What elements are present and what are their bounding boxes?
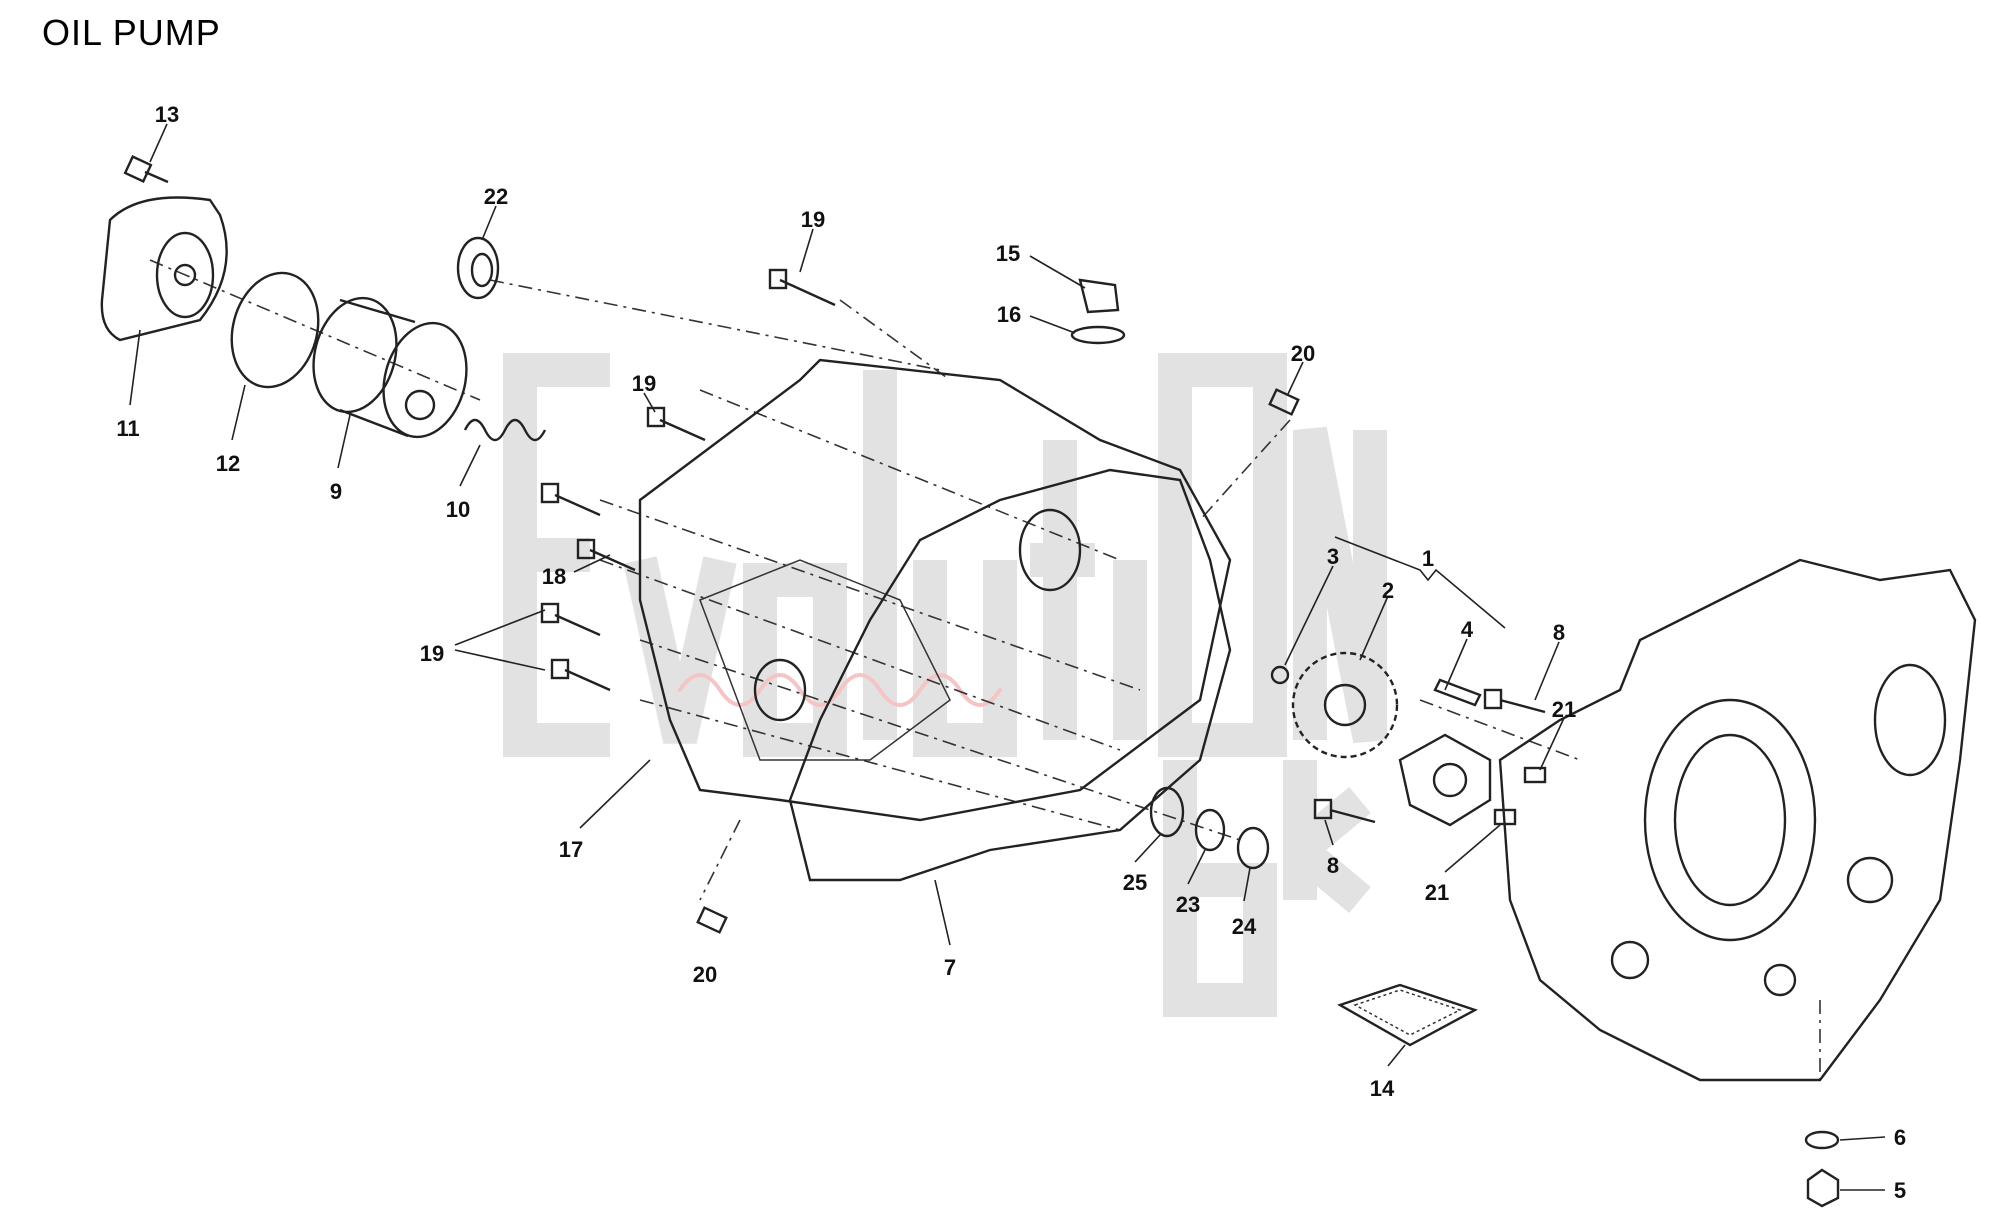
- callout-19: 19: [801, 207, 825, 232]
- part-11-filter-cover: [100, 196, 228, 342]
- callout-labels: 13 11 12 9 10 22 19 15 16 20 19 18 19 17…: [116, 102, 1906, 1203]
- part-23-washer: [1194, 808, 1226, 852]
- callout-24: 24: [1232, 914, 1257, 939]
- callout-17: 17: [559, 837, 583, 862]
- part-12-o-ring: [230, 271, 320, 389]
- part-7-gasket: [788, 468, 1232, 882]
- callout-12: 12: [216, 451, 240, 476]
- watermark-logo: [503, 353, 1387, 1017]
- part-17-crankcase-cover: [638, 358, 1232, 822]
- oil-pump-assembly: [1270, 651, 1547, 827]
- callout-19: 19: [632, 371, 656, 396]
- part-15-dipstick: [1070, 278, 1126, 345]
- callout-1: 1: [1422, 546, 1434, 571]
- part-9-oil-filter: [312, 296, 468, 439]
- callout-19: 19: [420, 641, 444, 666]
- callout-10: 10: [446, 497, 470, 522]
- page-title: OIL PUMP: [42, 12, 221, 53]
- leader-lines: [129, 123, 1886, 1191]
- callout-21: 21: [1425, 880, 1449, 905]
- part-25-seal: [1149, 786, 1185, 838]
- callout-8: 8: [1327, 853, 1339, 878]
- callout-15: 15: [996, 241, 1020, 266]
- part-14-strainer: [1337, 983, 1479, 1047]
- callout-13: 13: [155, 102, 179, 127]
- callout-6: 6: [1894, 1125, 1906, 1150]
- callout-11: 11: [116, 416, 139, 441]
- callout-9: 9: [330, 479, 342, 504]
- part-10-spring: [463, 418, 547, 442]
- callout-16: 16: [997, 302, 1021, 327]
- callout-7: 7: [944, 955, 956, 980]
- part-13-bolt: [123, 155, 169, 184]
- part-22-seal: [456, 236, 500, 300]
- callout-23: 23: [1176, 892, 1200, 917]
- callout-20: 20: [1291, 341, 1315, 366]
- callout-20: 20: [693, 962, 717, 987]
- assembly-lines: [149, 259, 1821, 1080]
- callout-3: 3: [1327, 544, 1339, 569]
- part-24-circlip: [1236, 826, 1270, 870]
- callout-4: 4: [1461, 617, 1474, 642]
- callout-8: 8: [1553, 620, 1565, 645]
- part-20-dowel: [1268, 388, 1300, 416]
- callout-5: 5: [1894, 1178, 1906, 1203]
- part-6-washer: [1804, 1130, 1840, 1150]
- callout-14: 14: [1370, 1076, 1395, 1101]
- callout-2: 2: [1382, 578, 1394, 603]
- part-5-drain-bolt: [1806, 1168, 1840, 1208]
- part-20-dowel: [696, 906, 728, 934]
- callout-21: 21: [1552, 697, 1576, 722]
- bolts-19-18: [540, 268, 836, 692]
- callout-22: 22: [484, 184, 508, 209]
- callout-18: 18: [542, 564, 566, 589]
- callout-25: 25: [1123, 870, 1147, 895]
- crankcase: [1498, 558, 1977, 1082]
